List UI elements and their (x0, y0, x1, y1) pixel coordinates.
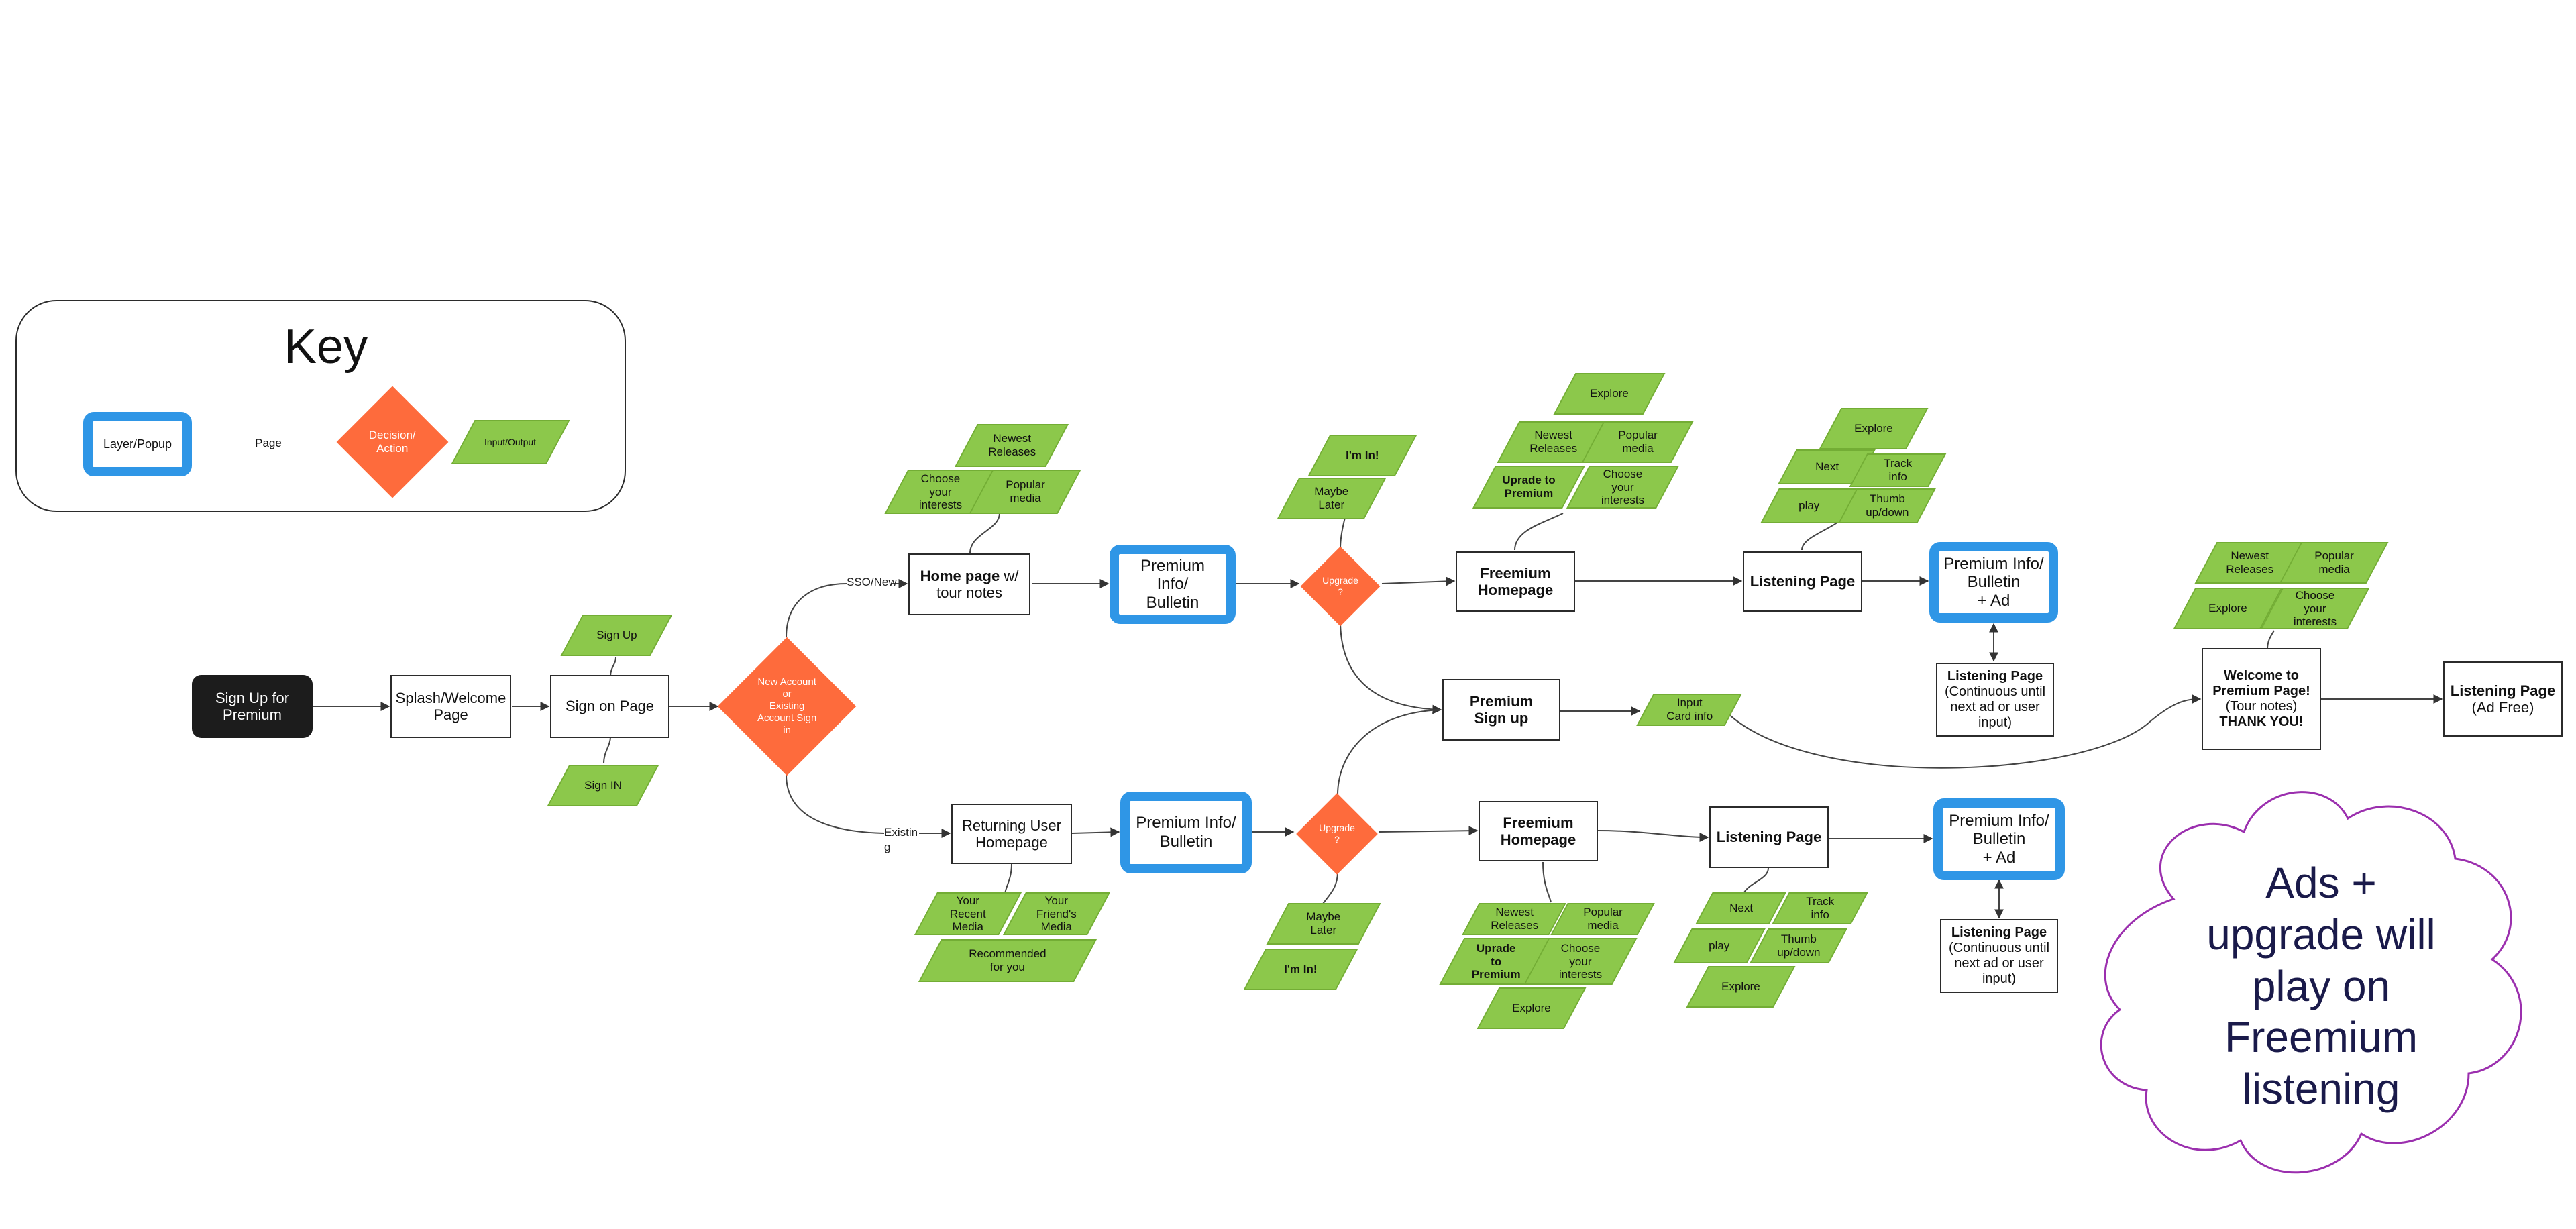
listening-page-top[interactable]: Listening Page (1743, 551, 1862, 612)
edge-returning-rio (1004, 863, 1012, 894)
edge-label-sso-new: SSO/New (847, 576, 897, 588)
sign-up-premium-start[interactable]: Sign Up for Premium (192, 675, 313, 738)
listening-continuous-bottom-title: Listening Page (1951, 925, 2047, 940)
home-page-subtitle: tour notes (936, 584, 1002, 601)
edge-decision-sso (786, 583, 847, 638)
returning-user-homepage[interactable]: Returning User Homepage (951, 804, 1072, 864)
listening-adfree-subtitle: (Ad Free) (2471, 699, 2534, 716)
listening-continuous-top[interactable]: Listening Page(Continuous until next ad … (1936, 663, 2054, 737)
listening-page-bottom[interactable]: Listening Page (1709, 806, 1829, 868)
edge-listeningbot-lbio (1743, 867, 1769, 893)
edge-upgrade-premiumsignup (1340, 620, 1442, 714)
home-page-title: Home page (920, 567, 1000, 584)
edge-freemium-fio (1514, 513, 1564, 551)
edge-freemiumbot-listening (1597, 830, 1709, 842)
listening-continuous-bottom-body: (Continuous until next ad or user input) (1948, 941, 2050, 986)
welcome-premium-title: Welcome to Premium Page! (2212, 668, 2310, 698)
premium-info-bulletin-ad-top[interactable]: Premium Info/ Bulletin + Ad (1929, 542, 2058, 623)
input-card-info[interactable]: Input Card info (1636, 694, 1742, 726)
key-title: Key (284, 320, 368, 374)
returning-recommended[interactable]: Recommended for you (918, 939, 1097, 982)
premium-sign-up[interactable]: Premium Sign up (1442, 679, 1560, 741)
welcome-premium-page[interactable]: Welcome to Premium Page!(Tour notes)THAN… (2202, 648, 2321, 750)
edge-signon-signup (610, 657, 616, 677)
home-page-tour-notes[interactable]: Home page w/tour notes (908, 553, 1030, 615)
sign-on-page[interactable]: Sign on Page (550, 675, 669, 738)
premium-info-bulletin-top[interactable]: Premium Info/ Bulletin (1110, 545, 1236, 624)
key-layer-popup: Layer/Popup (83, 412, 192, 476)
edge-upgradebot-freemium (1379, 826, 1479, 836)
edge-freemiumbot-fbio (1542, 861, 1552, 903)
note-cloud-text: Ads + upgrade will play on Freemium list… (2206, 859, 2436, 1114)
edge-upgrade-freemium (1381, 576, 1456, 586)
freemium-bottom-newest[interactable]: Newest Releases (1462, 903, 1566, 935)
edge-upgradebot-maybe (1321, 871, 1338, 906)
home-page-suffix: w/ (1000, 567, 1019, 584)
edge-decision-existing (786, 774, 885, 834)
premium-info-bulletin-ad-bottom[interactable]: Premium Info/ Bulletin + Ad (1933, 798, 2065, 880)
edge-welcome-wio (2267, 630, 2275, 650)
note-cloud (2100, 791, 2522, 1174)
listening-continuous-top-title: Listening Page (1947, 669, 2043, 684)
welcome-premium-tour: (Tour notes) (2225, 699, 2298, 714)
edge-home-topio (969, 513, 1000, 554)
listening-continuous-top-body: (Continuous until next ad or user input) (1944, 684, 2046, 730)
freemium-bottom-popular[interactable]: Popular media (1550, 903, 1655, 935)
edge-label-existing: Existin g (884, 826, 918, 854)
key-page: Page (255, 437, 282, 450)
freemium-homepage-bottom[interactable]: Freemium Homepage (1479, 801, 1598, 861)
splash-welcome-page[interactable]: Splash/Welcome Page (390, 675, 511, 738)
edge-upgradebot-premiumsignup (1337, 709, 1442, 796)
freemium-homepage-top[interactable]: Freemium Homepage (1456, 551, 1575, 612)
welcome-premium-thanks: THANK YOU! (2219, 714, 2304, 729)
edge-returning-premium (1071, 827, 1120, 837)
listening-page-ad-free[interactable]: Listening Page(Ad Free) (2443, 661, 2563, 737)
edge-card-welcome (1723, 694, 2202, 769)
listening-adfree-title: Listening Page (2450, 682, 2556, 699)
premium-info-bulletin-bottom[interactable]: Premium Info/ Bulletin (1120, 792, 1252, 873)
listening-continuous-bottom[interactable]: Listening Page(Continuous until next ad … (1940, 919, 2058, 993)
edge-signon-signin (603, 736, 611, 764)
